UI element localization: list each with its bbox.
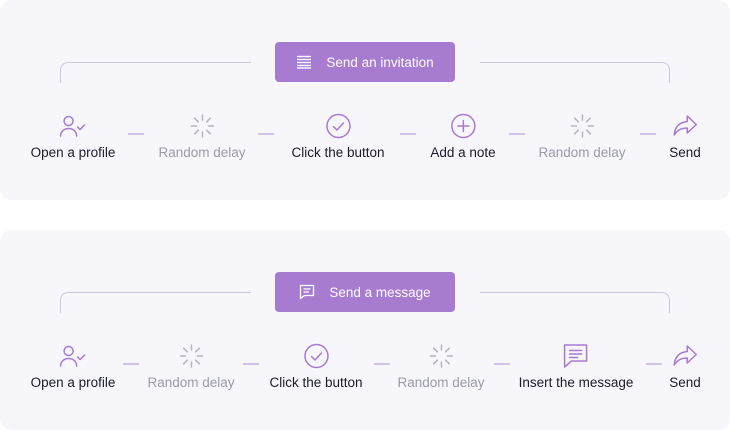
- step-connector: [243, 363, 259, 365]
- step-connector: [128, 133, 144, 135]
- step-random-delay: Random delay: [147, 342, 235, 390]
- user-check-icon: [59, 112, 87, 140]
- spinner-icon: [568, 112, 596, 140]
- step-insert-message: Insert the message: [519, 342, 633, 390]
- step-connector: [400, 133, 416, 135]
- step-add-note: Add a note: [430, 112, 496, 160]
- step-connector: [374, 363, 390, 365]
- step-connector: [258, 133, 274, 135]
- step-random-delay: Random delay: [397, 342, 485, 390]
- send-message-button[interactable]: Send a message: [275, 272, 455, 312]
- chat-bubble-icon: [562, 342, 590, 370]
- connector-bracket-right: [480, 292, 670, 313]
- check-circle-icon: [302, 342, 330, 370]
- button-label: Send an invitation: [326, 54, 434, 70]
- connector-bracket-left: [60, 292, 251, 313]
- share-arrow-icon: [671, 342, 699, 370]
- send-invitation-button[interactable]: Send an invitation: [275, 42, 455, 82]
- spinner-icon: [188, 112, 216, 140]
- spinner-icon: [427, 342, 455, 370]
- step-connector: [646, 363, 662, 365]
- connector-bracket-right: [480, 62, 670, 83]
- step-click-button: Click the button: [291, 112, 385, 160]
- step-open-profile: Open a profile: [31, 112, 115, 160]
- step-send: Send: [669, 112, 701, 160]
- button-label: Send a message: [329, 284, 431, 300]
- invitation-flow-panel: Send an invitation Open a profile Random…: [0, 0, 730, 200]
- step-send: Send: [669, 342, 701, 390]
- user-check-icon: [59, 342, 87, 370]
- share-arrow-icon: [671, 112, 699, 140]
- step-random-delay: Random delay: [158, 112, 246, 160]
- connector-bracket-left: [60, 62, 251, 83]
- chat-bubble-icon: [299, 284, 315, 300]
- list-lines-icon: [296, 55, 312, 69]
- step-connector: [123, 363, 139, 365]
- step-connector: [509, 133, 525, 135]
- step-open-profile: Open a profile: [31, 342, 115, 390]
- check-circle-icon: [324, 112, 352, 140]
- message-flow-panel: Send a message Open a profile Random del…: [0, 230, 730, 430]
- spinner-icon: [177, 342, 205, 370]
- step-random-delay: Random delay: [538, 112, 626, 160]
- step-click-button: Click the button: [269, 342, 363, 390]
- plus-circle-icon: [449, 112, 477, 140]
- step-connector: [494, 363, 510, 365]
- step-connector: [640, 133, 656, 135]
